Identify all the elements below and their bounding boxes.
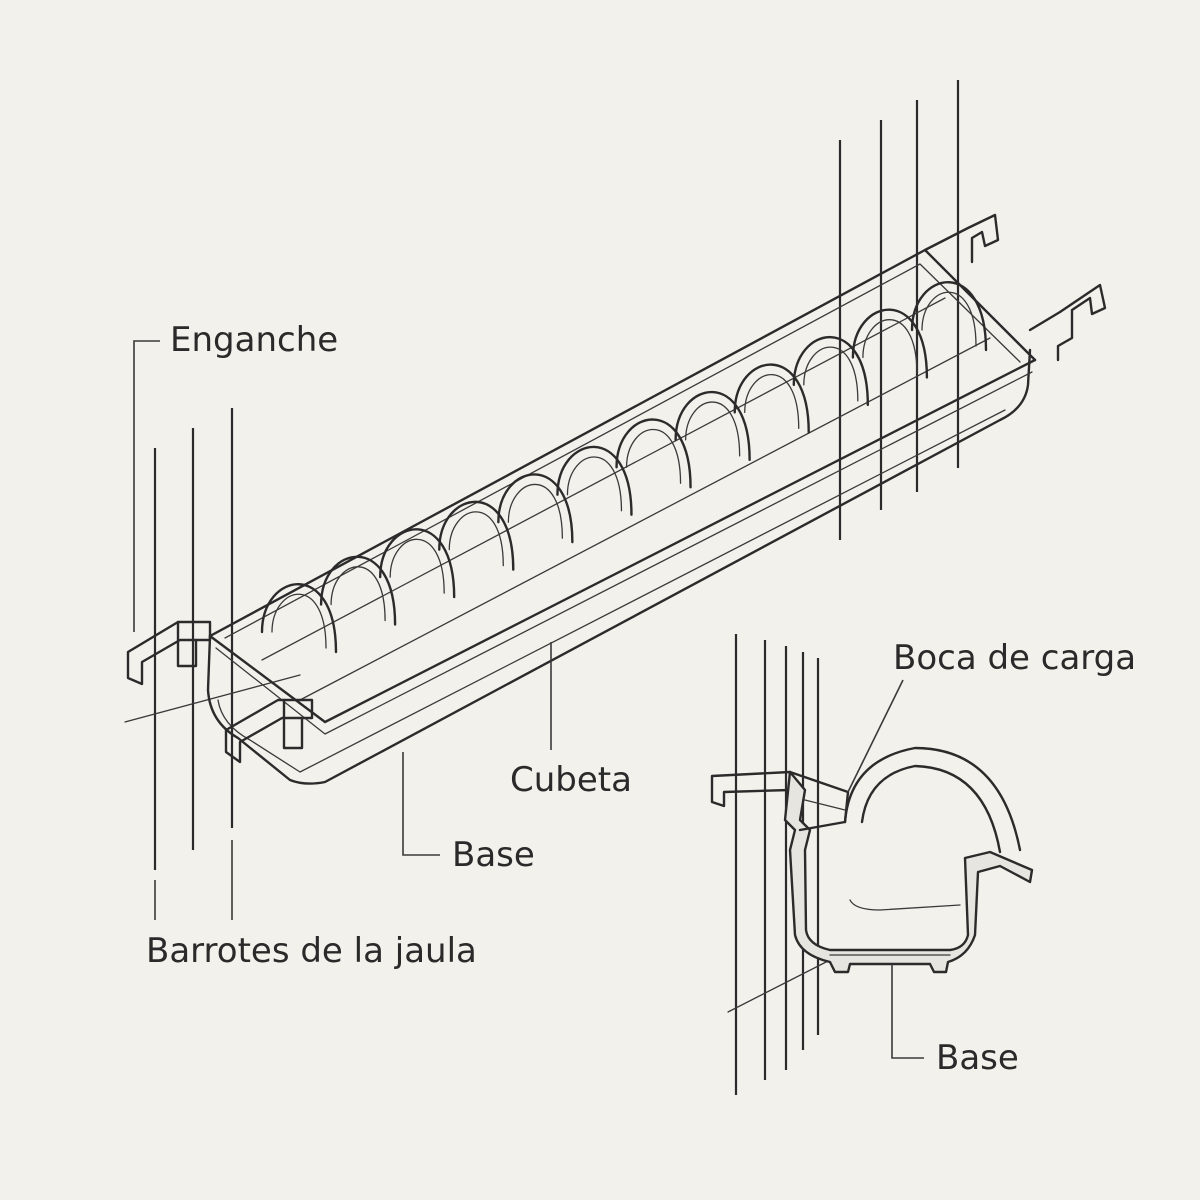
detail-cross-section	[710, 746, 1034, 974]
wire-arch	[674, 390, 751, 462]
wire-arch-inner	[862, 319, 918, 375]
wire-arch	[260, 583, 338, 654]
wire-arch	[615, 418, 692, 489]
label-base-detail: Base	[936, 1038, 1019, 1078]
leader-boca-de-carga	[847, 679, 904, 793]
wire-arch	[319, 555, 397, 626]
label-base-main: Base	[452, 835, 535, 875]
wire-arch	[438, 500, 515, 571]
wire-arch-inner	[684, 401, 741, 457]
wire-arch-inner	[625, 428, 682, 484]
wire-arch-inner	[744, 373, 800, 430]
label-boca-de-carga: Boca de carga	[893, 638, 1137, 678]
cage-bars-right	[838, 80, 960, 540]
wire-arch	[733, 363, 810, 434]
wire-arch	[910, 281, 988, 352]
hook-left-rear	[126, 620, 212, 686]
wire-arch	[497, 473, 574, 544]
label-enganche: Enganche	[170, 320, 339, 360]
leader-lines	[133, 340, 924, 1059]
wire-arch-inner	[921, 291, 977, 347]
wire-arches	[260, 281, 988, 654]
hook-right-rear	[923, 213, 1000, 264]
leader-base-main	[402, 752, 440, 856]
wire-arch-inner	[507, 483, 564, 539]
wire-arch	[851, 308, 929, 379]
wire-arch-inner	[271, 593, 327, 649]
detail-cage-bars	[727, 634, 831, 1095]
wire-arch-inner	[448, 511, 504, 567]
leader-enganche	[133, 340, 160, 632]
wire-arch-inner	[803, 346, 859, 402]
wire-arch-inner	[566, 456, 623, 512]
leader-base-detail	[891, 964, 924, 1059]
hook-left-front	[224, 698, 314, 764]
wire-arch-inner	[330, 566, 386, 622]
wire-arch	[556, 445, 633, 516]
wire-arch	[792, 335, 870, 407]
hook-right-front	[1028, 283, 1107, 362]
wire-arch-inner	[389, 538, 445, 594]
wire-arch	[378, 528, 456, 599]
label-cubeta: Cubeta	[510, 760, 632, 800]
label-barrotes-de-la-jaula: Barrotes de la jaula	[146, 931, 477, 971]
